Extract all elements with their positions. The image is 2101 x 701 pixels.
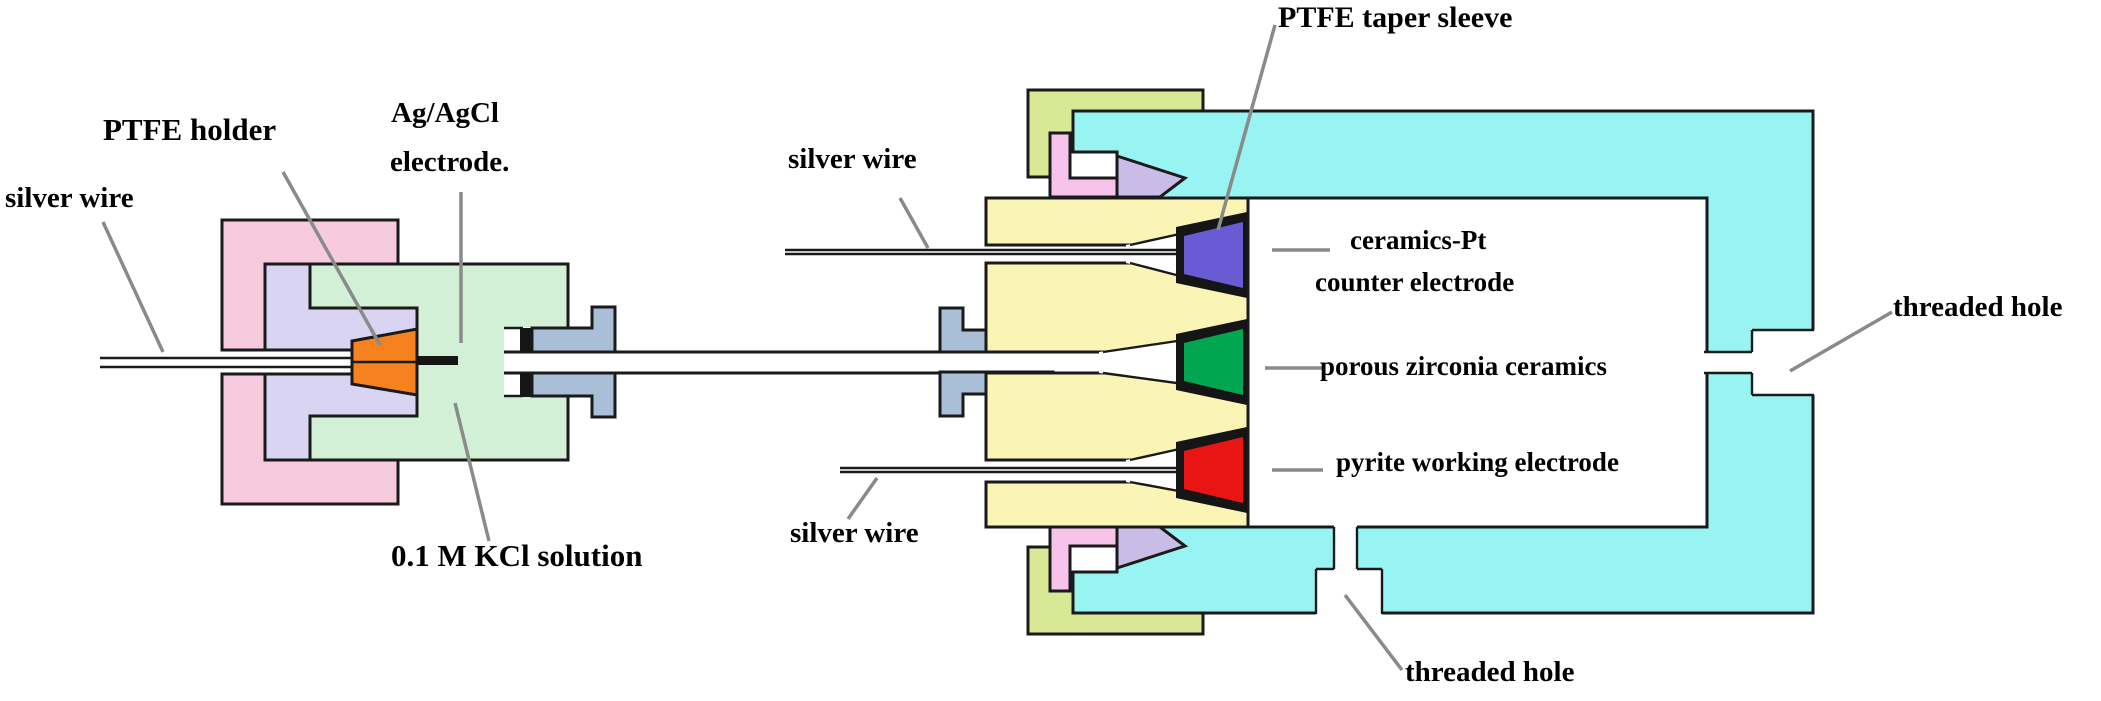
counter-electrode-plug	[1184, 222, 1243, 288]
trumpet-middle	[1099, 340, 1184, 384]
clamp-notch-top	[1068, 150, 1119, 180]
pyrite-electrode-plug	[1184, 437, 1243, 503]
label-ptfe-taper-sleeve: PTFE taper sleeve	[1278, 1, 1513, 34]
label-kcl-solution: 0.1 M KCl solution	[391, 538, 643, 573]
threaded-hole-bottom-edges	[1314, 527, 1384, 614]
leader-silver-wire-left	[101, 221, 165, 353]
label-ptfe-holder: PTFE holder	[103, 112, 277, 147]
trumpet-bottom-edges	[1129, 446, 1185, 494]
label-silver-wire-top: silver wire	[788, 143, 917, 175]
salt-bridge-tube	[504, 350, 1103, 375]
label-counter-electrode-line1: ceramics-Pt	[1350, 225, 1487, 255]
label-agagcl-line1: Ag/AgCl	[391, 97, 499, 129]
leader-threaded-hole-bottom	[1343, 593, 1404, 672]
leader-threaded-hole-right	[1789, 310, 1893, 373]
threaded-hole-bottom-cavity	[1316, 525, 1382, 617]
steel-flange-left-top	[530, 305, 617, 354]
leader-lines	[101, 24, 1893, 672]
trumpet-bottom	[1126, 448, 1184, 492]
label-porous-zirconia: porous zirconia ceramics	[1320, 351, 1607, 381]
zirconia-ceramics-plug	[1184, 329, 1243, 395]
leader-ptfe-holder	[281, 171, 382, 346]
label-pyrite-working: pyrite working electrode	[1336, 447, 1619, 477]
threaded-hole-right-cavity	[1704, 330, 1817, 395]
trumpet-top-edges	[1129, 231, 1185, 279]
label-threaded-hole-right: threaded hole	[1893, 291, 2063, 323]
silver-wire-left-lines	[100, 356, 352, 369]
leader-ptfe-taper-sleeve	[1216, 24, 1277, 231]
silver-wire-top-lines	[785, 248, 1184, 256]
threaded-hole-right-edges	[1704, 328, 1814, 397]
agagcl-electrode-tip	[417, 356, 458, 365]
label-silver-wire-bottom: silver wire	[790, 517, 919, 549]
label-agagcl-line2: electrode.	[390, 146, 510, 178]
steel-flange-left-bottom	[530, 371, 617, 419]
silver-wire-bottom-lines	[840, 466, 1184, 474]
label-threaded-hole-bottom: threaded hole	[1405, 656, 1575, 688]
leader-kcl	[453, 402, 491, 542]
leader-silver-wire-bottom	[846, 476, 879, 521]
label-counter-electrode-line2: counter electrode	[1315, 267, 1515, 297]
label-silver-wire-left: silver wire	[5, 182, 134, 214]
clamp-notch-bottom	[1068, 544, 1119, 574]
leader-silver-wire-top	[898, 197, 930, 249]
trumpet-middle-edges	[1102, 338, 1185, 386]
tube-channel-edges	[504, 326, 523, 398]
